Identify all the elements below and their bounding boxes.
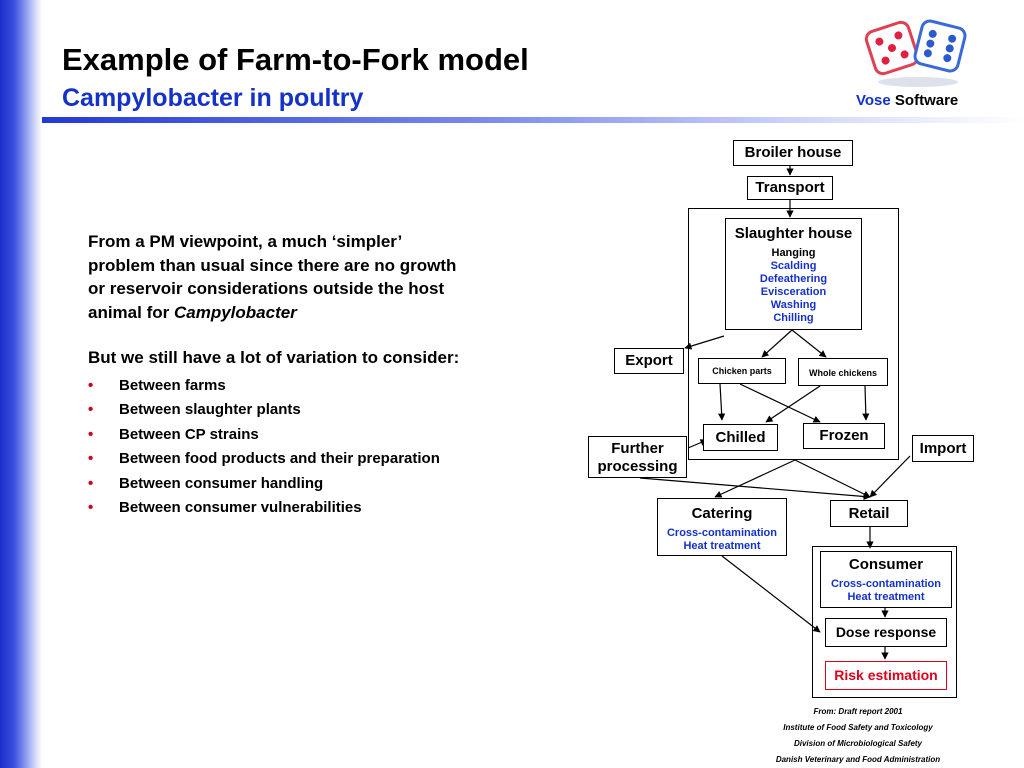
- retail-label: Retail: [848, 505, 890, 522]
- import-label: Import: [919, 440, 967, 457]
- frozen-label: Frozen: [819, 427, 869, 444]
- consumer-label: Consumer: [848, 556, 924, 573]
- consumer-region: [812, 546, 957, 698]
- broiler-house-box: Broiler house: [733, 140, 853, 166]
- transport-label: Transport: [755, 179, 825, 196]
- retail-box: Retail: [830, 500, 908, 527]
- step-evisceration: Evisceration: [760, 286, 827, 298]
- credit-line: Institute of Food Safety and Toxicology: [783, 723, 933, 732]
- list-item: Between CP strains: [88, 425, 468, 445]
- further-processing-label-2: processing: [597, 458, 678, 475]
- risk-estimation-box: Risk estimation: [825, 661, 947, 690]
- slide-subtitle: Campylobacter in poultry: [62, 84, 364, 112]
- step-washing: Washing: [770, 299, 817, 311]
- paragraph-1: From a PM viewpoint, a much ‘simpler’ pr…: [88, 230, 468, 324]
- paragraph-2: But we still have a lot of variation to …: [88, 348, 460, 367]
- catering-cross-contamination: Cross-contamination: [666, 527, 777, 539]
- slaughter-region: [688, 208, 899, 460]
- brand-name-part2: Software: [894, 92, 959, 109]
- chilled-label: Chilled: [715, 429, 766, 446]
- slaughter-house-box: Slaughter house Hanging Scalding Defeath…: [725, 218, 862, 330]
- variation-list: Between farms Between slaughter plants B…: [88, 376, 468, 518]
- paragraph-1-italic: Campylobacter: [173, 302, 297, 322]
- list-item: Between food products and their preparat…: [88, 449, 468, 469]
- step-defeathering: Defeathering: [759, 273, 828, 285]
- consumer-box: Consumer Cross-contamination Heat treatm…: [820, 551, 952, 608]
- catering-box: Catering Cross-contamination Heat treatm…: [657, 498, 787, 556]
- slaughter-steps: Hanging Scalding Defeathering Eviscerati…: [726, 247, 861, 325]
- catering-label: Catering: [691, 505, 753, 522]
- chicken-parts-label: Chicken parts: [712, 366, 772, 376]
- risk-estimation-label: Risk estimation: [834, 667, 938, 683]
- consumer-cross-contamination: Cross-contamination: [830, 578, 941, 590]
- export-box: Export: [614, 348, 684, 374]
- body-text: From a PM viewpoint, a much ‘simpler’ pr…: [88, 230, 468, 523]
- further-processing-label-1: Further: [611, 440, 664, 457]
- consumer-steps: Cross-contamination Heat treatment: [821, 578, 951, 604]
- list-item: Between consumer handling: [88, 474, 468, 494]
- whole-chickens-box: Whole chickens: [798, 358, 888, 386]
- further-processing-box: Further processing: [588, 436, 687, 478]
- chilled-box: Chilled: [703, 424, 778, 451]
- slaughter-house-label: Slaughter house: [734, 225, 853, 242]
- left-gradient-bar: [0, 0, 42, 768]
- whole-chickens-label: Whole chickens: [808, 368, 878, 378]
- step-hanging: Hanging: [771, 247, 816, 259]
- broiler-house-label: Broiler house: [744, 144, 842, 161]
- source-credits: From: Draft report 2001 Institute of Foo…: [738, 704, 978, 768]
- list-item: Between slaughter plants: [88, 400, 468, 420]
- catering-heat-treatment: Heat treatment: [683, 540, 761, 552]
- brand-name: Vose Software: [856, 92, 958, 109]
- header-rule: [42, 117, 1024, 123]
- frozen-box: Frozen: [803, 423, 885, 449]
- step-scalding: Scalding: [770, 260, 817, 272]
- paragraph-1-text: From a PM viewpoint, a much ‘simpler’ pr…: [88, 232, 457, 322]
- import-box: Import: [912, 435, 974, 462]
- list-item: Between farms: [88, 376, 468, 396]
- list-item: Between consumer vulnerabilities: [88, 498, 468, 518]
- transport-box: Transport: [747, 176, 833, 200]
- credit-line: From: Draft report 2001: [813, 707, 903, 716]
- dose-response-label: Dose response: [835, 624, 937, 640]
- slide-title: Example of Farm-to-Fork model: [62, 42, 529, 77]
- dose-response-box: Dose response: [825, 618, 947, 647]
- consumer-heat-treatment: Heat treatment: [847, 591, 925, 603]
- chicken-parts-box: Chicken parts: [698, 358, 786, 384]
- step-chilling: Chilling: [773, 312, 814, 324]
- export-label: Export: [625, 352, 673, 369]
- red-die: [864, 20, 920, 76]
- credit-line: Division of Microbiological Safety: [793, 739, 923, 748]
- catering-steps: Cross-contamination Heat treatment: [658, 527, 786, 553]
- brand-name-part1: Vose: [856, 92, 891, 109]
- credit-line: Danish Veterinary and Food Administratio…: [775, 755, 941, 764]
- blue-die: [913, 19, 967, 73]
- dice-logo-icon: [864, 19, 967, 87]
